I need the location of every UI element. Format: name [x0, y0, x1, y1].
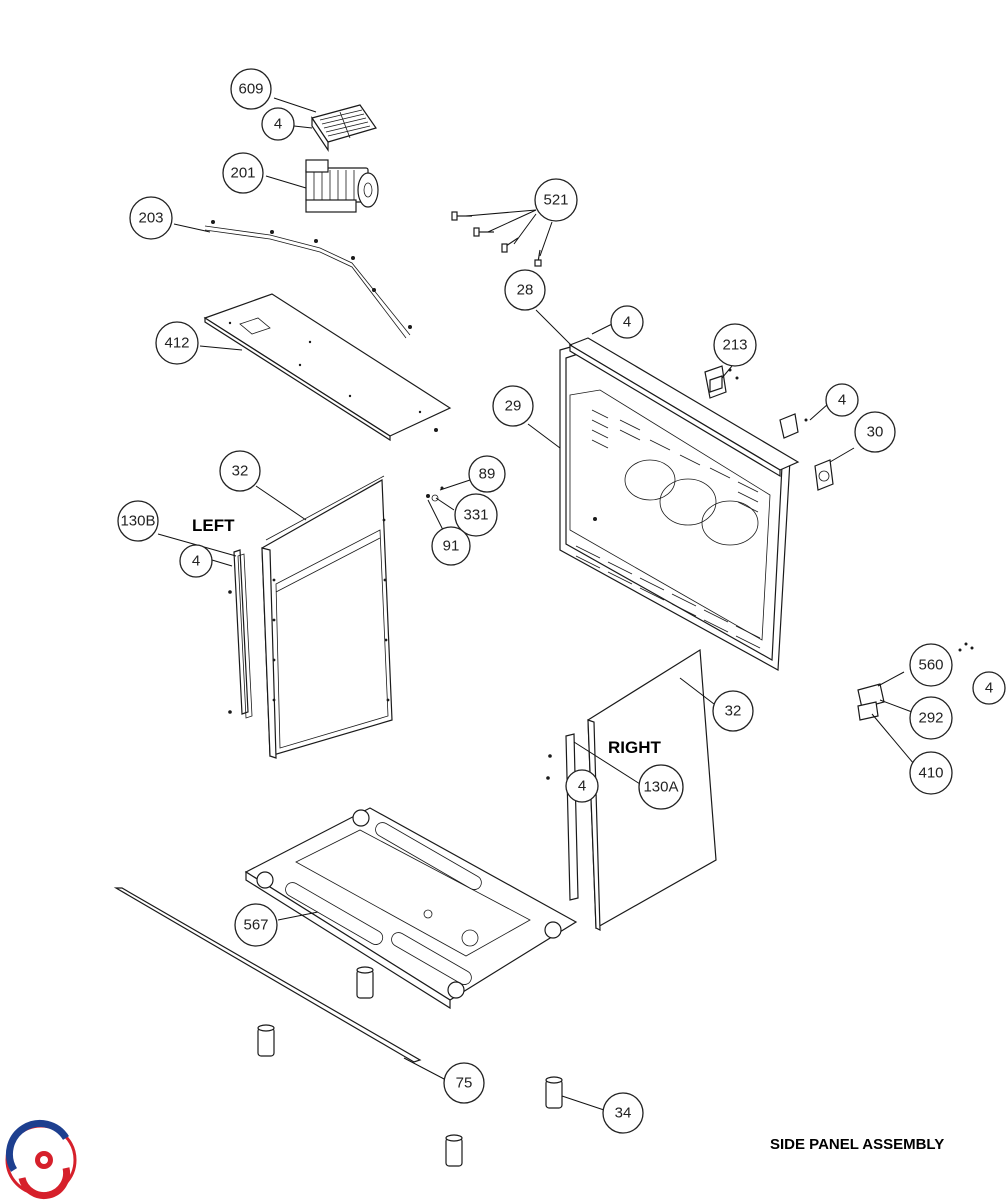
callout-130b-label: 130B	[120, 513, 155, 530]
switch-part	[779, 413, 808, 439]
callout-609: 609	[230, 68, 272, 110]
callout-32-left: 32	[219, 450, 261, 492]
right-side-label: RIGHT	[608, 738, 662, 757]
left-strip-part	[228, 549, 253, 719]
callout-609-label: 609	[238, 81, 263, 98]
callout-4-left-strip: 4	[179, 544, 213, 578]
callout-331-label: 331	[463, 507, 488, 524]
callout-30: 30	[854, 411, 896, 453]
callout-32-right-label: 32	[725, 703, 742, 720]
callout-75-label: 75	[456, 1075, 473, 1092]
callout-91: 91	[431, 526, 471, 566]
right-strip-part	[546, 733, 579, 901]
callout-4-left-strip-label: 4	[192, 553, 200, 570]
screws-521-part	[451, 211, 542, 267]
callout-567-label: 567	[243, 917, 268, 934]
rear-panel-part	[559, 341, 791, 671]
callout-4-bracket: 4	[610, 305, 644, 339]
assembly-title: SIDE PANEL ASSEMBLY	[770, 1136, 945, 1153]
callout-4-bracket-label: 4	[623, 314, 631, 331]
callout-4-switch-label: 4	[838, 392, 846, 409]
callout-292-label: 292	[918, 710, 943, 727]
callout-412-label: 412	[164, 335, 189, 352]
callout-410: 410	[909, 751, 953, 795]
callout-89: 89	[468, 455, 506, 493]
callout-29-label: 29	[505, 398, 522, 415]
callout-4-right-strip: 4	[565, 769, 599, 803]
blower-fan-part	[305, 159, 379, 213]
callout-331: 331	[454, 493, 498, 537]
callout-201: 201	[222, 152, 264, 194]
bracket-rail-part	[204, 220, 412, 339]
callout-203-label: 203	[138, 210, 163, 227]
callout-213: 213	[713, 323, 757, 367]
callout-130a-label: 130A	[643, 779, 678, 796]
callout-201-label: 201	[230, 165, 255, 182]
callout-130b: 130B	[117, 500, 159, 542]
callout-30-label: 30	[867, 424, 884, 441]
trim-strip-part	[113, 887, 422, 1063]
callout-4-right-strip-label: 4	[578, 778, 586, 795]
bracket-213-part	[704, 365, 739, 399]
callout-521: 521	[534, 178, 578, 222]
callout-521-label: 521	[543, 192, 568, 209]
left-side-panel-part	[261, 475, 393, 759]
callout-91-label: 91	[443, 538, 460, 555]
fasteners-part	[426, 486, 444, 502]
base-tray-part	[244, 807, 578, 1010]
callout-4-hinge-label: 4	[985, 680, 993, 697]
callout-75: 75	[443, 1062, 485, 1104]
callout-28-label: 28	[517, 282, 534, 299]
callout-34: 34	[602, 1092, 644, 1134]
callout-32-left-label: 32	[232, 463, 249, 480]
callout-130a: 130A	[638, 764, 684, 810]
top-panel-part	[203, 293, 452, 442]
callout-89-label: 89	[479, 466, 496, 483]
callout-32-right: 32	[712, 690, 754, 732]
callout-4-hinge: 4	[972, 671, 1006, 705]
callout-213-label: 213	[722, 337, 747, 354]
callout-4-vent: 4	[261, 107, 295, 141]
callout-292: 292	[909, 696, 953, 740]
leveling-feet-part	[257, 966, 563, 1167]
callout-567: 567	[234, 903, 278, 947]
left-side-label: LEFT	[192, 516, 235, 535]
top-bracket-part	[568, 337, 800, 478]
callout-4-vent-label: 4	[274, 116, 282, 133]
callout-203: 203	[129, 196, 173, 240]
callout-410-label: 410	[918, 765, 943, 782]
callout-34-label: 34	[615, 1105, 632, 1122]
callout-29: 29	[492, 385, 534, 427]
thermostat-30-part	[814, 459, 834, 491]
callout-560-label: 560	[918, 657, 943, 674]
brand-logo	[5, 1119, 77, 1200]
callout-560: 560	[909, 643, 953, 687]
callout-412: 412	[155, 321, 199, 365]
callout-4-switch: 4	[825, 383, 859, 417]
callout-28: 28	[504, 269, 546, 311]
vent-grille-part	[311, 104, 377, 152]
